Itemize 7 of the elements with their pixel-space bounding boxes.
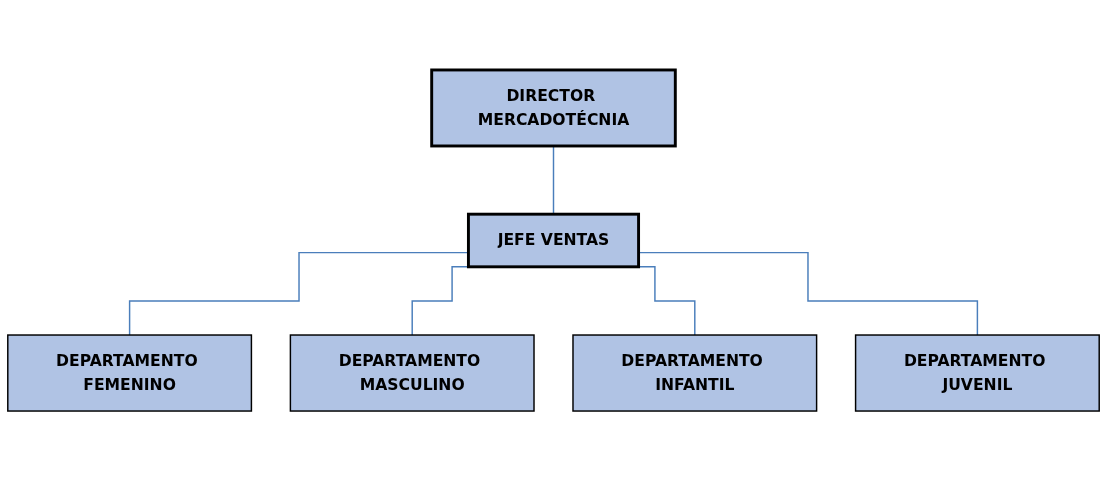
node-box: DIRECTOR MERCADOTÉCNIA: [430, 68, 677, 148]
node-box: JEFE VENTAS: [466, 212, 641, 269]
node-box: DEPARTAMENTO MASCULINO: [289, 334, 535, 412]
node-box: DEPARTAMENTO INFANTIL: [572, 334, 818, 412]
connector: [552, 145, 555, 215]
node-box: DEPARTAMENTO JUVENIL: [854, 334, 1100, 412]
node-box: DEPARTAMENTO FEMENINO: [7, 334, 253, 412]
